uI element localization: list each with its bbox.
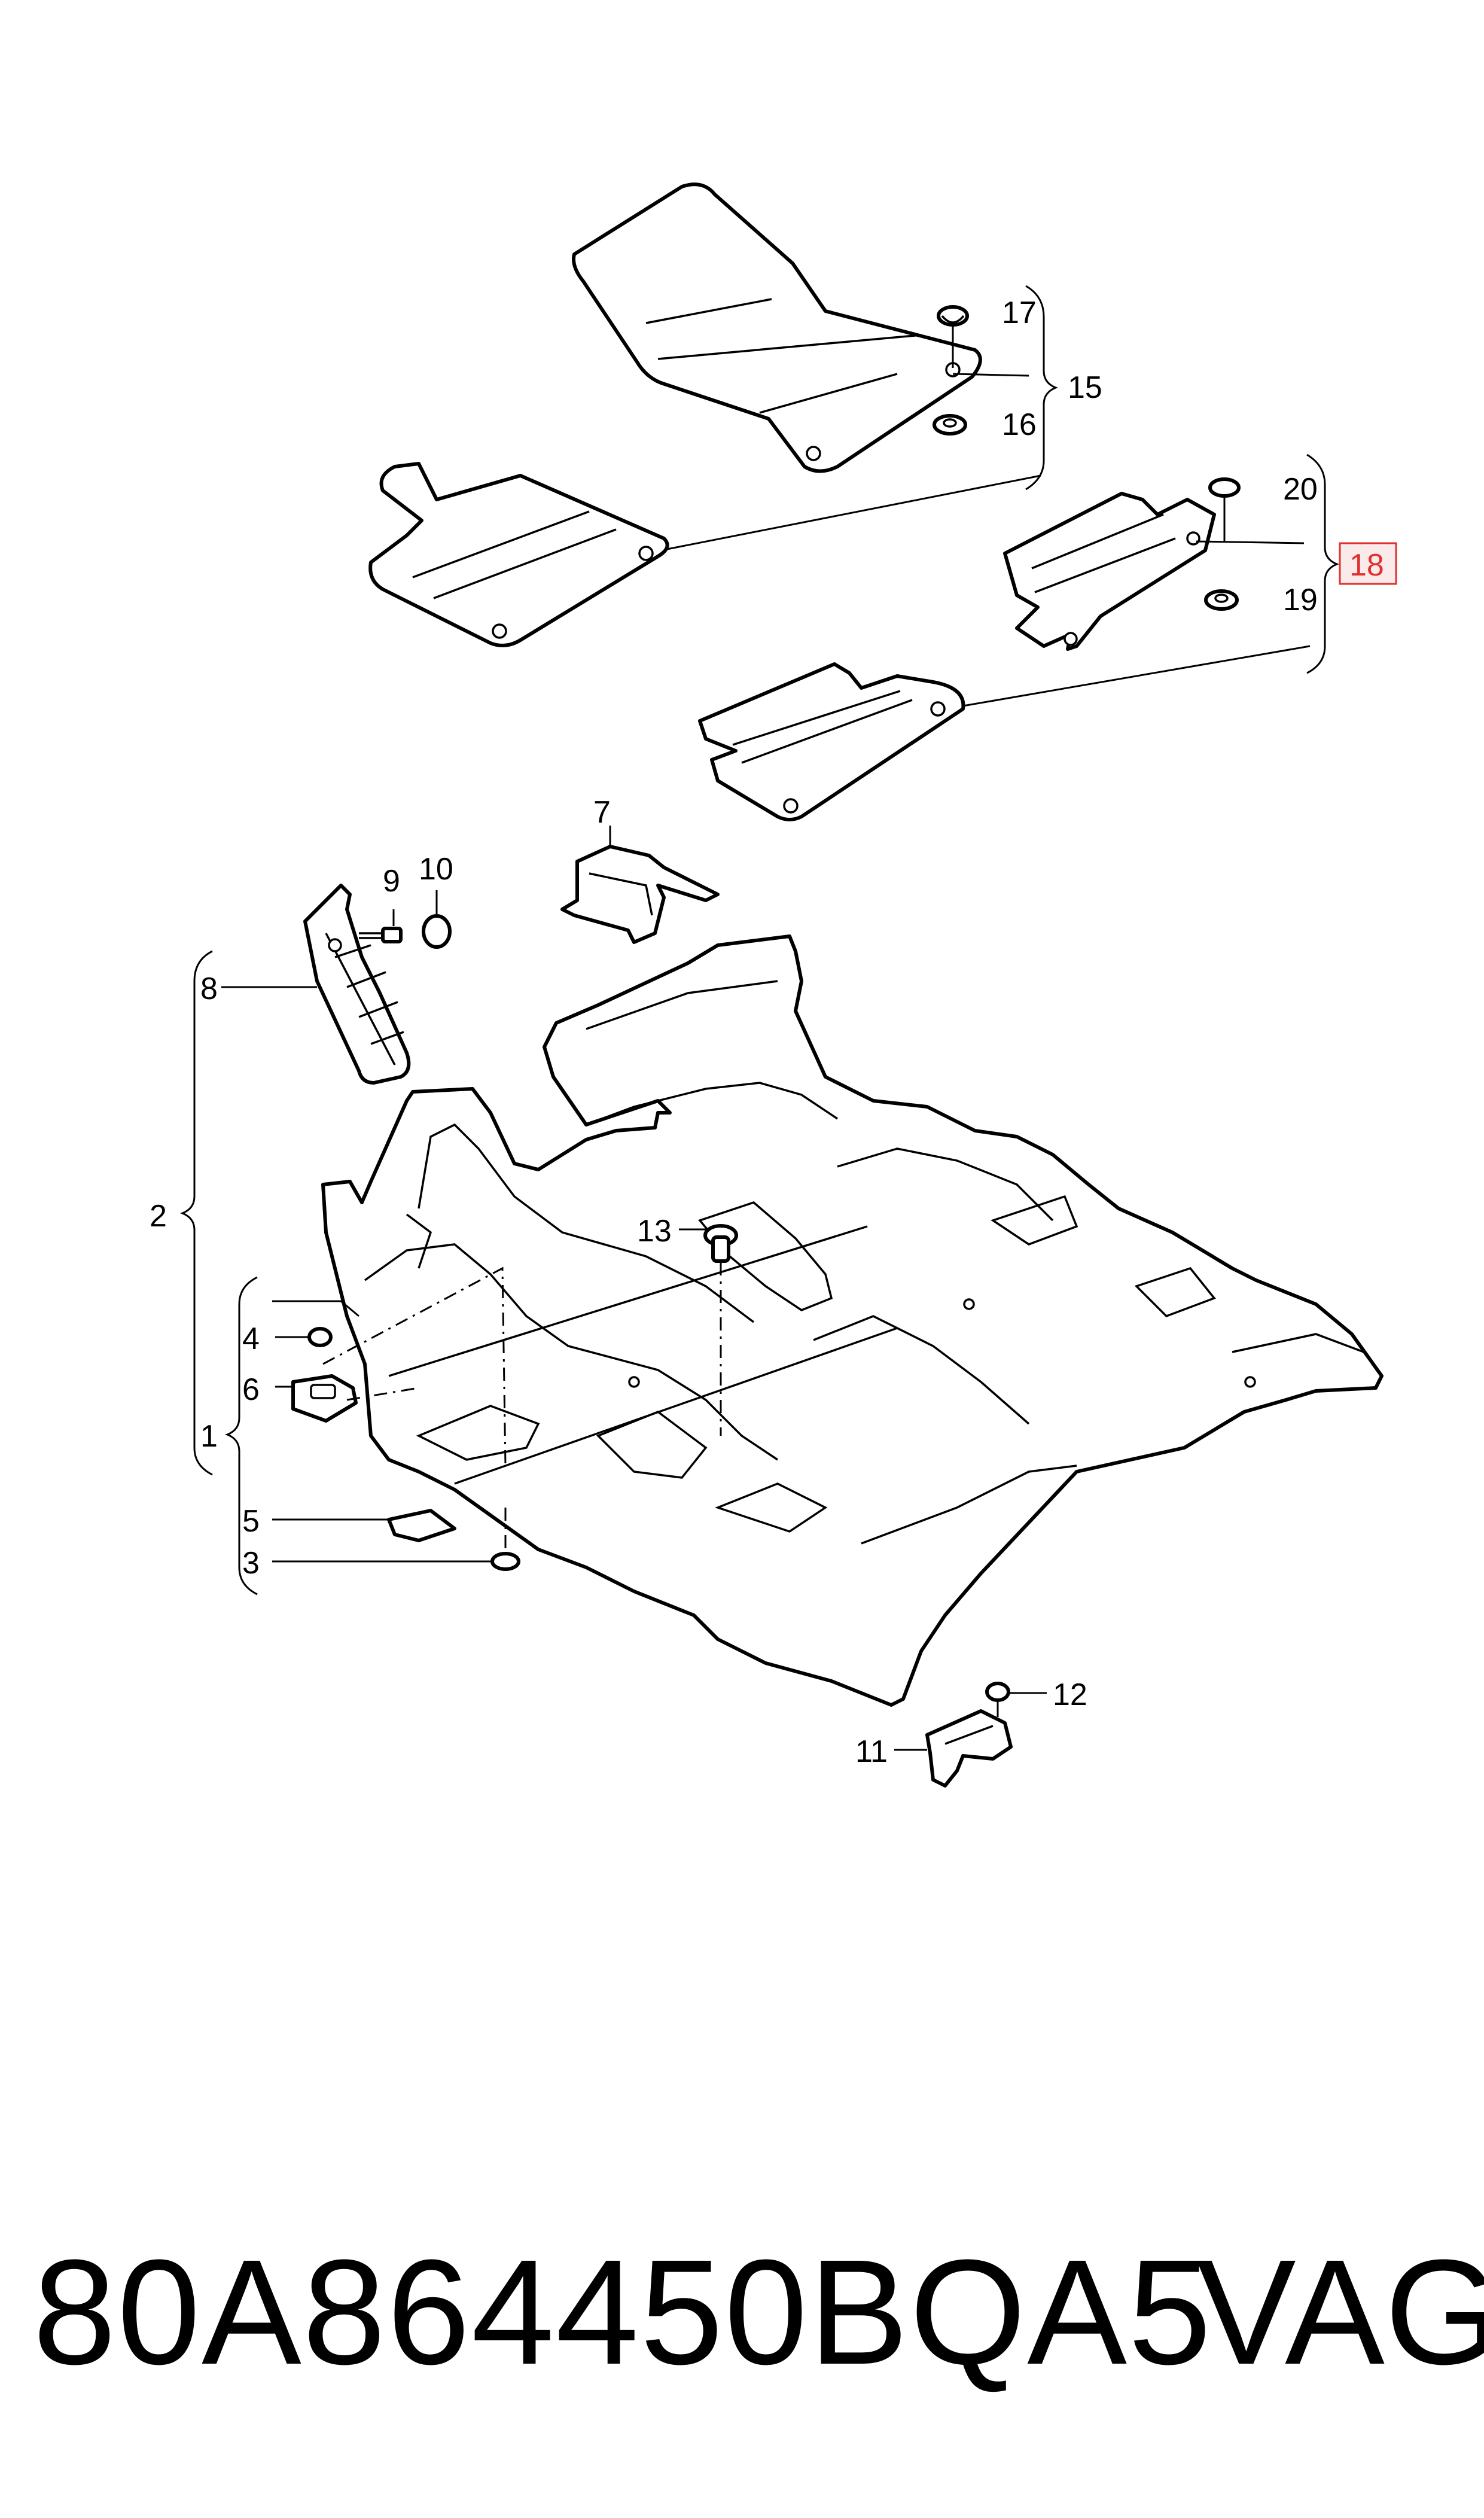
callout-17: 17	[1002, 296, 1037, 330]
clip-13	[703, 1224, 738, 1436]
part-number: 80A864450BQA5	[33, 2228, 1213, 2395]
callout-13: 13	[637, 1214, 672, 1249]
callout-3: 3	[242, 1546, 260, 1581]
rear-mat-left	[698, 662, 965, 821]
nut-4	[307, 1327, 333, 1347]
bracket-18	[1306, 453, 1340, 674]
callout-9: 9	[383, 864, 400, 899]
bracket-6	[291, 1374, 358, 1423]
bracket-2	[179, 950, 213, 1476]
callout-19: 19	[1283, 583, 1318, 617]
callout-7: 7	[593, 795, 611, 830]
cap-10	[422, 890, 452, 949]
front-mat-driver	[572, 182, 982, 473]
callout-20: 20	[1283, 472, 1318, 507]
callout-6: 6	[242, 1372, 260, 1407]
bracket-11	[925, 1709, 1013, 1788]
parts-diagram: 17 15 16 20 18 19 7 9 10 8 2 13 4 6 1 5 …	[150, 182, 1397, 1788]
clip-16	[933, 414, 967, 436]
bracket-7	[560, 826, 720, 944]
rear-mat-right	[1003, 492, 1216, 651]
pad-5	[387, 1509, 456, 1542]
bracket-1	[224, 1276, 258, 1596]
clip-20	[1208, 477, 1241, 541]
trim-panel-8	[303, 884, 411, 1085]
clip-17	[937, 305, 969, 368]
callout-16: 16	[1002, 407, 1037, 442]
callout-15: 15	[1068, 370, 1102, 405]
bracket-15	[1025, 285, 1059, 491]
clip-19	[1204, 589, 1239, 611]
nut-12	[985, 1682, 1010, 1717]
callout-2: 2	[150, 1199, 167, 1234]
washer-3	[490, 1508, 520, 1571]
brand-name: VAG	[1196, 2228, 1484, 2395]
callout-18-box	[1339, 542, 1397, 585]
bolt-9	[359, 909, 403, 943]
callout-18: 18	[1349, 548, 1384, 583]
callout-8: 8	[200, 972, 218, 1006]
callout-11: 11	[855, 1734, 888, 1769]
callout-12: 12	[1053, 1677, 1087, 1712]
callout-4: 4	[242, 1322, 260, 1356]
callout-1: 1	[200, 1419, 218, 1454]
callout-5: 5	[242, 1504, 260, 1539]
front-mat-passenger	[368, 462, 669, 647]
callout-10: 10	[419, 852, 453, 887]
floor-carpet	[321, 934, 1384, 1707]
